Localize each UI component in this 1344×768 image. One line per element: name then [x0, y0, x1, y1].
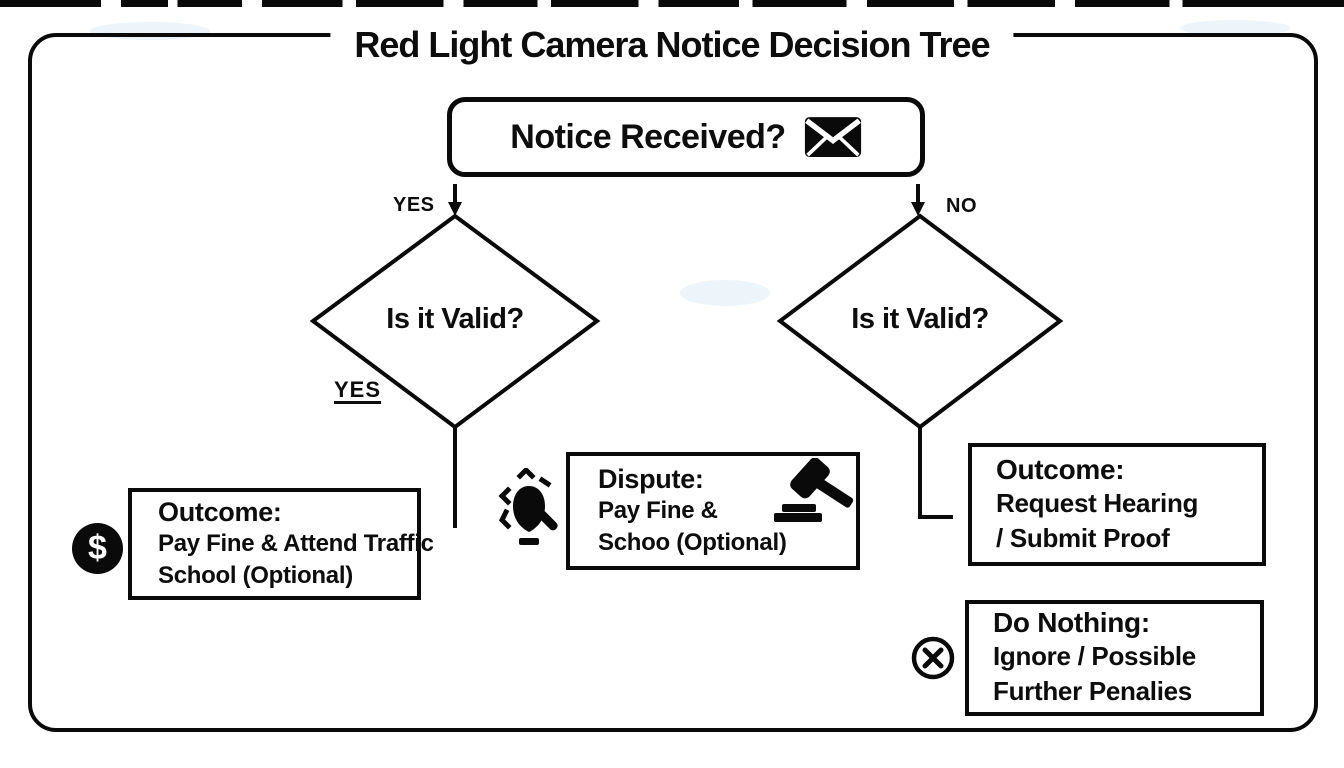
envelope-icon — [804, 117, 861, 157]
do-nothing-heading: Do Nothing: — [993, 607, 1150, 638]
outcome-hearing-heading: Outcome: — [996, 453, 1125, 485]
outcome-hearing-line1: Request Hearing — [996, 487, 1199, 518]
outcome-hearing-line2: / Submit Proof — [996, 522, 1170, 553]
outcome-pay-line1: Pay Fine & Attend Traffic — [158, 529, 434, 557]
alert-icon — [498, 466, 560, 550]
yes-branch-label: YES — [393, 194, 435, 216]
node-do-nothing: Do Nothing: Ignore / Possible Further Pe… — [965, 600, 1264, 716]
gavel-icon — [768, 457, 858, 528]
notice-received-label: Notice Received? — [510, 117, 786, 156]
dispute-line2: Schoo (Optional) — [598, 528, 787, 556]
do-nothing-line1: Ignore / Possible — [993, 641, 1196, 671]
no-branch-label: NO — [946, 195, 977, 217]
node-notice-received: Notice Received? — [447, 97, 925, 177]
dispute-heading: Dispute: — [598, 463, 704, 494]
outcome-pay-heading: Outcome: — [158, 496, 282, 527]
dollar-glyph: $ — [88, 529, 107, 567]
node-outcome-pay-fine: Outcome: Pay Fine & Attend Traffic Schoo… — [128, 488, 434, 600]
circle-x-icon — [910, 635, 956, 681]
yes-valid-label: YES — [334, 377, 382, 402]
page-title: Red Light Camera Notice Decision Tree — [330, 24, 1014, 66]
top-edge-artifact — [0, 0, 1344, 7]
background-smudge — [1180, 20, 1290, 36]
diamond-left-label: Is it Valid? — [386, 303, 524, 335]
diamond-right-label: Is it Valid? — [851, 303, 989, 335]
do-nothing-line2: Further Penalies — [993, 676, 1192, 706]
background-smudge — [680, 280, 770, 306]
outcome-pay-line2: School (Optional) — [158, 561, 353, 589]
dollar-icon: $ — [72, 523, 123, 574]
node-outcome-hearing: Outcome: Request Hearing / Submit Proof — [968, 443, 1266, 566]
dispute-line1: Pay Fine & — [598, 496, 718, 524]
